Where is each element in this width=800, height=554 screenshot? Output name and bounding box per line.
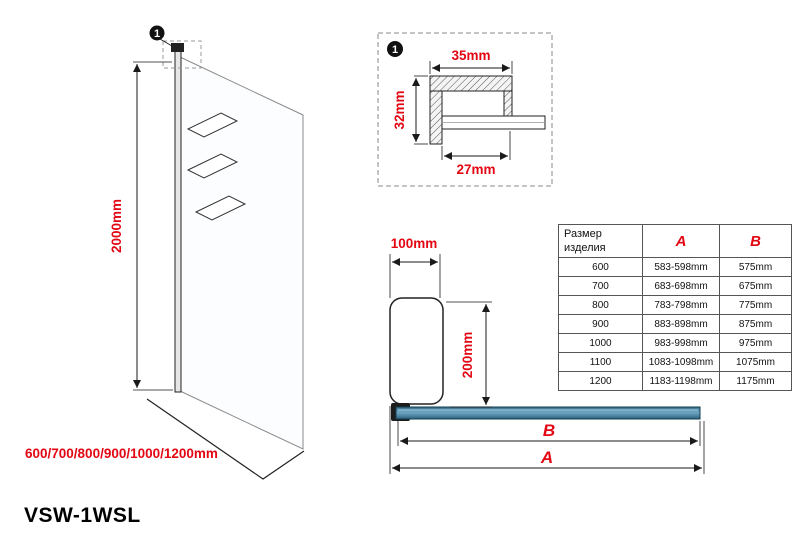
table-row: 800 783-798mm 775mm	[558, 295, 792, 315]
detail-inner-dim: 27mm	[456, 162, 495, 177]
detail-width-dim: 35mm	[451, 48, 490, 63]
detail-height-dim: 32mm	[392, 90, 407, 129]
dim-a-label: A	[540, 448, 553, 467]
table-row: 1200 1183-1198mm 1175mm	[558, 371, 792, 391]
table-cell: 583-598mm	[642, 257, 720, 277]
profile-right-leg-section	[503, 90, 513, 117]
table-cell: 1175mm	[719, 371, 792, 391]
glass-panel	[179, 56, 304, 450]
callout-number: 1	[392, 44, 398, 56]
table-cell: 900	[558, 314, 643, 334]
panel-view: 1 2000mm 600/700/800/900/1000/1200mm	[25, 25, 305, 480]
table-row: 1100 1083-1098mm 1075mm	[558, 352, 792, 372]
shelf	[186, 153, 239, 179]
dim-b-label: B	[543, 421, 555, 440]
table-row: 600 583-598mm 575mm	[558, 257, 792, 277]
model-label: VSW-1WSL	[24, 504, 141, 527]
panel-height-dim: 2000mm	[109, 199, 124, 253]
table-row: 900 883-898mm 875mm	[558, 314, 792, 334]
table-cell: 1000	[558, 333, 643, 353]
table-cell: 1075mm	[719, 352, 792, 372]
profile-top-cap	[171, 43, 184, 52]
table-cell: 1100	[558, 352, 643, 372]
callout-1-icon	[149, 25, 165, 41]
header-size: Размер изделия	[558, 224, 643, 258]
callout-1-icon	[387, 41, 403, 57]
table-cell: 800	[558, 295, 643, 315]
detail-view-border	[377, 32, 553, 187]
bracket-height-dim: 200mm	[460, 332, 475, 379]
wall-bracket	[389, 297, 444, 405]
table-cell: 575mm	[719, 257, 792, 277]
callout-leader-line	[159, 38, 173, 47]
table-cell: 775mm	[719, 295, 792, 315]
table-cell: 783-798mm	[642, 295, 720, 315]
table-cell: 675mm	[719, 276, 792, 296]
size-table: Размер изделия A B 600 583-598mm 575mm 7…	[558, 224, 792, 391]
callout-number: 1	[154, 28, 160, 40]
table-cell: 975mm	[719, 333, 792, 353]
table-cell: 1183-1198mm	[642, 371, 720, 391]
table-cell: 983-998mm	[642, 333, 720, 353]
wall-profile	[174, 49, 182, 393]
table-cell: 600	[558, 257, 643, 277]
support-bar	[395, 406, 701, 420]
profile-left-leg-section	[429, 90, 443, 145]
header-a: A	[642, 224, 720, 258]
table-cell: 1200	[558, 371, 643, 391]
shelf	[186, 112, 239, 138]
table-cell: 700	[558, 276, 643, 296]
bar-view: 100mm 200mm B A	[389, 236, 705, 474]
detail-view: 1 35mm 32mm 27mm	[377, 32, 553, 187]
table-cell: 883-898mm	[642, 314, 720, 334]
header-b: B	[719, 224, 792, 258]
table-cell: 1083-1098mm	[642, 352, 720, 372]
size-table-header-row: Размер изделия A B	[558, 224, 792, 258]
panel-width-options: 600/700/800/900/1000/1200mm	[25, 446, 218, 461]
table-row: 700 683-698mm 675mm	[558, 276, 792, 296]
callout-detail-box	[162, 40, 202, 69]
table-cell: 683-698mm	[642, 276, 720, 296]
shelf	[194, 195, 247, 221]
floor-line	[146, 398, 305, 480]
bracket-width-dim: 100mm	[391, 236, 438, 251]
table-row: 1000 983-998mm 975mm	[558, 333, 792, 353]
profile-top-bar-section	[429, 75, 513, 92]
table-cell: 875mm	[719, 314, 792, 334]
